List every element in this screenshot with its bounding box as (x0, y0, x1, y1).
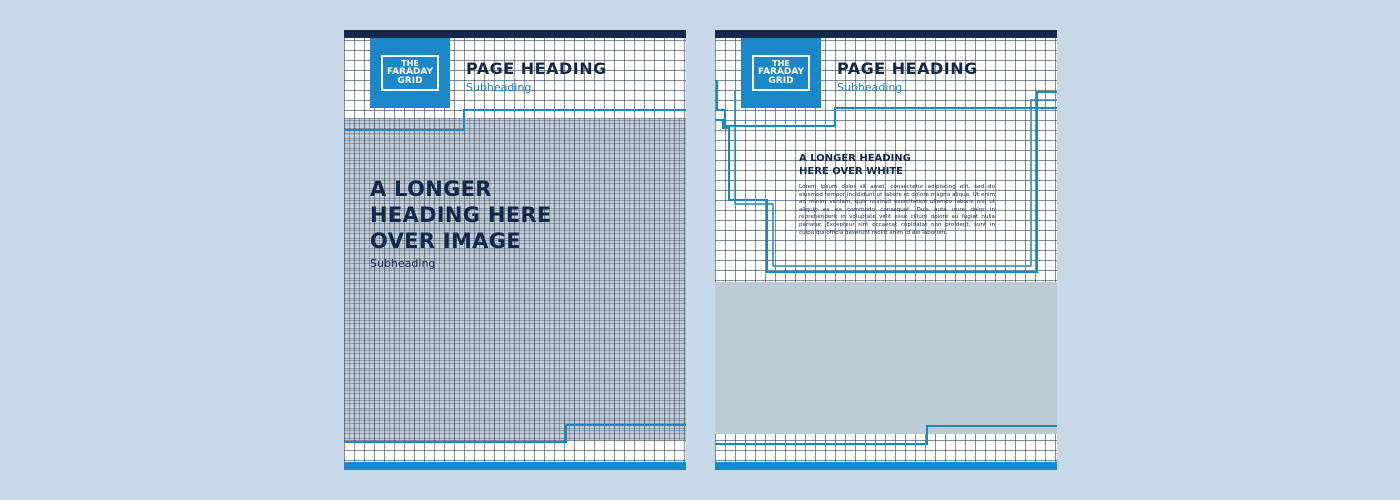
image-heading-line: HEADING HERE (370, 203, 552, 227)
bottom-bar (715, 462, 1057, 470)
article-heading-line: HERE OVER WHITE (799, 166, 903, 177)
page-subheading: Subheading (466, 81, 532, 94)
logo: THE FARADAY GRID (370, 38, 450, 108)
page-subheading: Subheading (837, 81, 903, 94)
right-page: THE FARADAY GRID PAGE HEADING Subheading… (715, 30, 1057, 470)
trace-bottom (715, 425, 1057, 445)
trace-bottom (344, 424, 686, 443)
left-page: THE FARADAY GRID PAGE HEADING Subheading… (344, 30, 686, 470)
article-heading-line: A LONGER HEADING (799, 153, 911, 164)
trace-frame (715, 91, 1057, 273)
article-body: Lorem ipsum dolor sit amet, consectetur … (799, 184, 995, 236)
image-subheading: Subheading (370, 257, 436, 270)
circuit-traces (344, 109, 686, 443)
trace-top (716, 80, 1057, 127)
logo-line-grid: GRID (397, 76, 423, 86)
page-heading: PAGE HEADING (466, 59, 607, 78)
logo-mark: THE FARADAY GRID (751, 55, 811, 91)
logo-line-faraday: FARADAY (757, 67, 805, 77)
logo-line-faraday: FARADAY (386, 67, 434, 77)
top-bar (715, 30, 1057, 38)
image-heading: A LONGER HEADING HERE OVER IMAGE (370, 176, 650, 254)
article-heading: A LONGER HEADING HERE OVER WHITE (799, 152, 999, 178)
logo: THE FARADAY GRID (741, 38, 821, 108)
image-placeholder (715, 282, 1057, 434)
image-heading-line: A LONGER (370, 177, 492, 201)
top-bar (344, 30, 686, 38)
page-heading: PAGE HEADING (837, 59, 978, 78)
logo-line-grid: GRID (768, 76, 794, 86)
circuit-traces (715, 80, 1057, 445)
image-area (344, 118, 686, 440)
logo-mark: THE FARADAY GRID (380, 55, 440, 91)
bottom-bar (344, 462, 686, 470)
trace-top (344, 109, 686, 131)
logo-line-the: THE (401, 59, 419, 68)
logo-line-the: THE (772, 59, 790, 68)
trace-inner (734, 90, 1057, 267)
image-heading-line: OVER IMAGE (370, 229, 521, 253)
